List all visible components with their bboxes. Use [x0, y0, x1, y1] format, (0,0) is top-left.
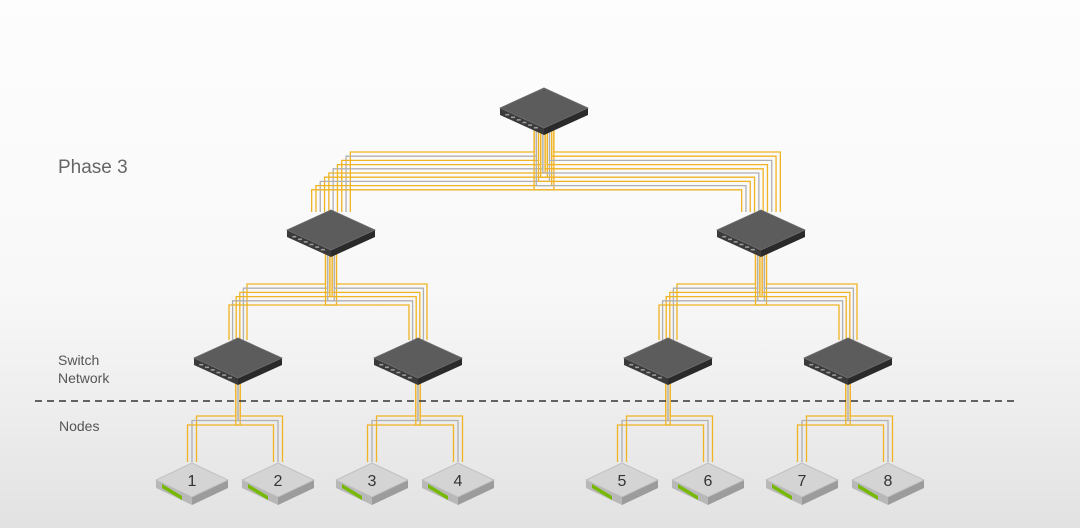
- node-number-label: 3: [368, 473, 377, 490]
- node-2: 2: [241, 462, 315, 505]
- edge3-to-node5-cables: [616, 376, 671, 462]
- core-to-agg-right-cables: [533, 126, 781, 212]
- aggregation-switch-1: [286, 209, 376, 257]
- nodes-label: Nodes: [59, 418, 100, 434]
- node-number-label: 8: [884, 473, 893, 490]
- edge1-to-node1-cables: [186, 376, 241, 462]
- node-6: 6: [671, 462, 745, 505]
- edge-switch-2: [373, 337, 463, 385]
- phase-title: Phase 3: [58, 157, 128, 178]
- node-layer: 1 2 3 4 5 6 7 8: [155, 462, 925, 505]
- node-number-label: 7: [798, 473, 807, 490]
- node-5: 5: [585, 462, 659, 505]
- node-number-label: 4: [454, 473, 463, 490]
- edge4-to-node7-cables: [796, 376, 851, 462]
- aggregation-switch-2: [716, 209, 806, 257]
- core-to-agg-left-cables: [311, 126, 555, 212]
- node-1: 1: [155, 462, 229, 505]
- agg2-to-edge4-cables: [754, 248, 858, 340]
- agg2-to-edge3-cables: [658, 248, 768, 340]
- agg1-to-edge2-cables: [324, 248, 428, 340]
- edge2-to-node4-cables: [415, 376, 464, 462]
- node-4: 4: [421, 462, 495, 505]
- cable-links: [186, 126, 894, 462]
- edge-switch-1: [193, 337, 283, 385]
- core-switch: [499, 87, 589, 135]
- switch-network-label: Switch Network: [58, 352, 110, 386]
- edge-switch-4: [803, 337, 893, 385]
- node-number-label: 2: [274, 473, 283, 490]
- edge2-to-node3-cables: [366, 376, 421, 462]
- node-8: 8: [851, 462, 925, 505]
- switch-layer: [193, 87, 893, 385]
- node-number-label: 1: [188, 473, 197, 490]
- node-number-label: 6: [704, 473, 713, 490]
- edge1-to-node2-cables: [235, 376, 284, 462]
- node-7: 7: [765, 462, 839, 505]
- edge3-to-node6-cables: [665, 376, 714, 462]
- edge4-to-node8-cables: [845, 376, 894, 462]
- node-3: 3: [335, 462, 409, 505]
- agg1-to-edge1-cables: [228, 248, 338, 340]
- edge-switch-3: [623, 337, 713, 385]
- node-number-label: 5: [618, 473, 627, 490]
